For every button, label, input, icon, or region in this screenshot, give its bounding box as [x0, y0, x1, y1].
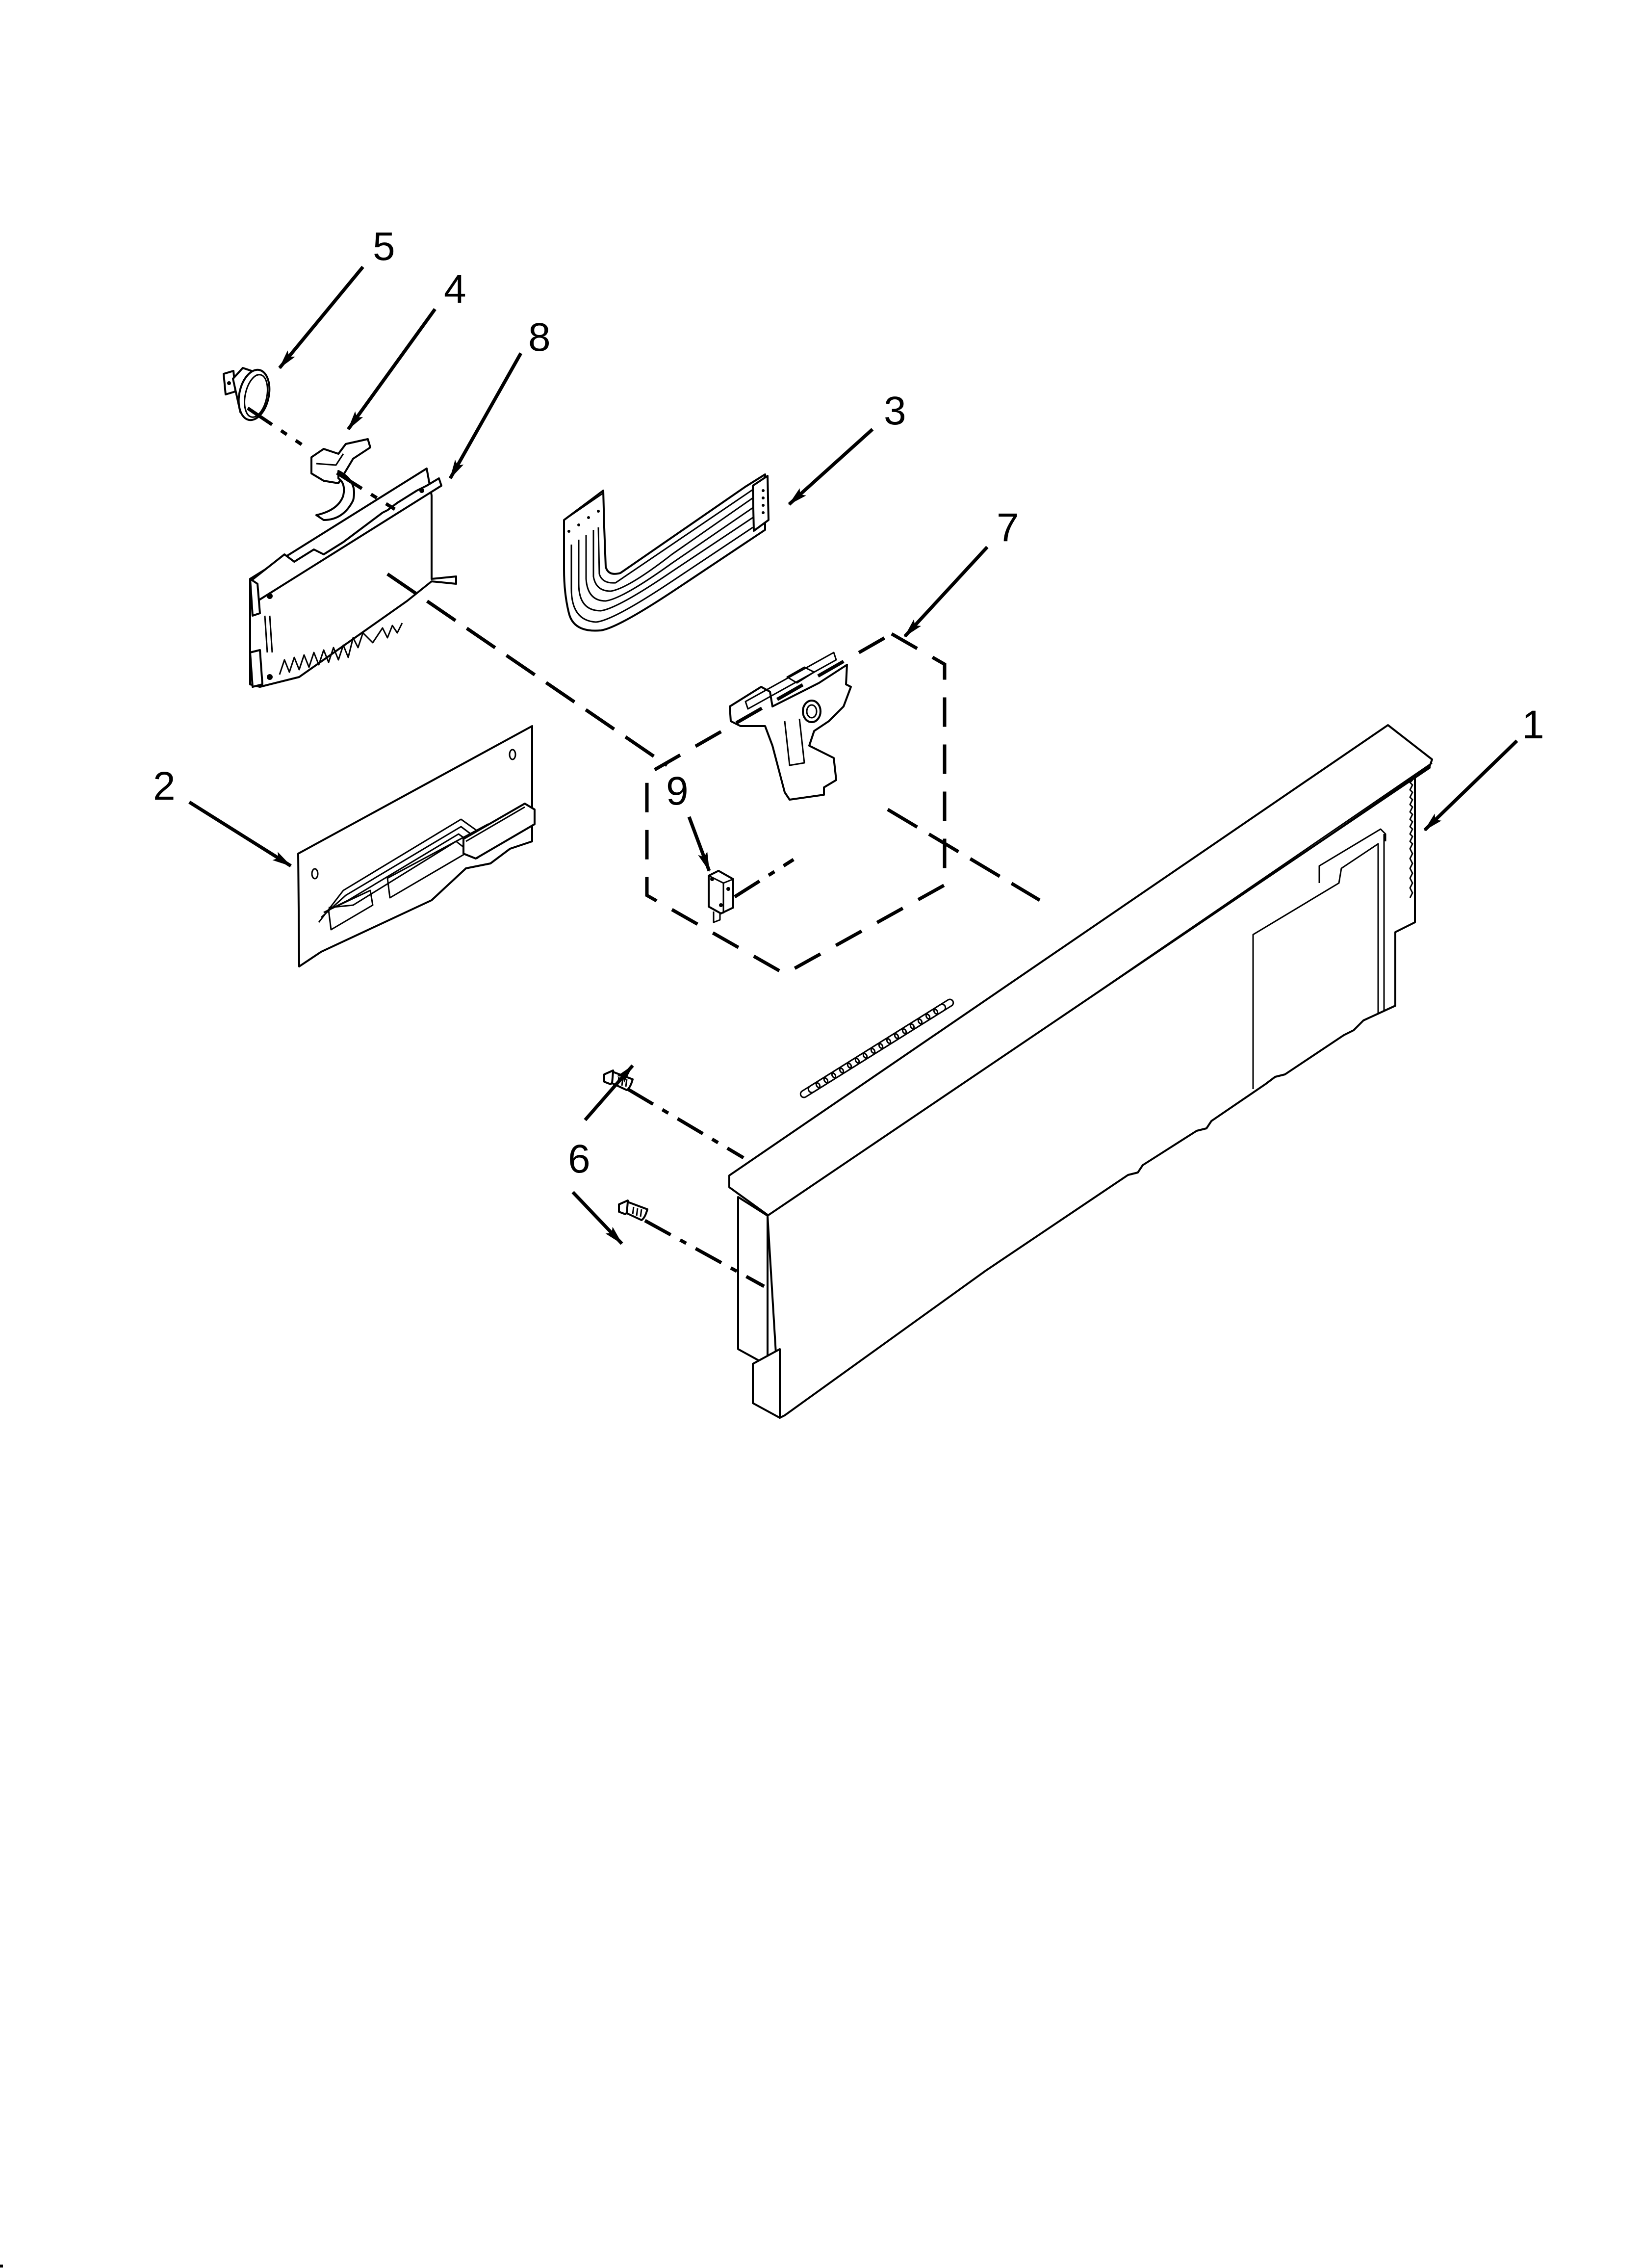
callout-6: 6 — [568, 1137, 590, 1181]
part-4-sensor-clip[interactable] — [310, 438, 371, 521]
callout-9: 9 — [666, 769, 689, 813]
callout-4: 4 — [444, 267, 466, 312]
part-6-screw-lower[interactable] — [618, 1199, 648, 1221]
callout-2: 2 — [153, 764, 176, 808]
assembly-7-boundary — [645, 631, 947, 976]
part-1-console-panel[interactable] — [728, 724, 1433, 1419]
callout-3: 3 — [884, 389, 906, 433]
callout-5: 5 — [373, 224, 395, 269]
part-3-ribbon-harness[interactable] — [563, 473, 770, 632]
part-7-door-latch-assembly[interactable] — [729, 652, 852, 801]
callout-1: 1 — [1522, 703, 1544, 747]
leader-arrows — [188, 265, 1518, 1245]
alignment-lines — [247, 407, 1041, 1288]
callout-8: 8 — [528, 315, 551, 360]
part-9-micro-switch[interactable] — [708, 870, 734, 923]
callout-7: 7 — [997, 505, 1019, 550]
vent-slots — [799, 998, 954, 1098]
callout-labels: 5 4 8 3 7 2 9 1 6 — [153, 224, 1544, 1181]
part-2-interface-board[interactable] — [297, 725, 536, 967]
registration-mark — [0, 2265, 3, 2268]
part-5-thermistor[interactable] — [223, 367, 274, 423]
